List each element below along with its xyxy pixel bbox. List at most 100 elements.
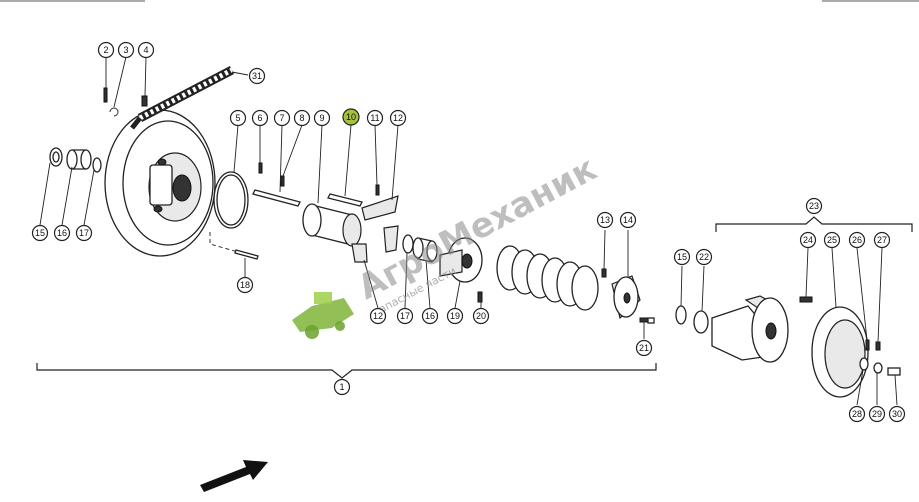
grease-nipple-part-4	[141, 95, 148, 107]
callout-31: 31	[248, 67, 266, 85]
screw-part-27	[875, 341, 881, 351]
pulley-part	[104, 109, 216, 257]
callout-17: 17	[75, 224, 93, 242]
callout-16-mid: 16	[421, 307, 439, 325]
callout-29: 29	[868, 405, 886, 423]
assembly-line	[209, 232, 239, 253]
svg-text:10: 10	[346, 112, 356, 122]
shoe-part-12-upper	[361, 195, 399, 221]
svg-text:17: 17	[400, 311, 410, 321]
svg-text:7: 7	[279, 113, 284, 123]
svg-text:21: 21	[639, 343, 649, 353]
shaft-part-24	[711, 295, 789, 363]
callout-2: 2	[97, 41, 115, 59]
svg-text:22: 22	[699, 252, 709, 262]
assembly-brace-23	[715, 216, 913, 232]
callout-18: 18	[236, 276, 254, 294]
svg-text:20: 20	[476, 311, 486, 321]
svg-text:11: 11	[370, 113, 379, 123]
callout-20: 20	[472, 307, 490, 325]
callout-26: 26	[848, 231, 866, 249]
direction-arrow-icon	[200, 460, 268, 492]
svg-text:30: 30	[892, 409, 902, 419]
svg-text:16: 16	[425, 311, 435, 321]
washer-part-15-right	[675, 305, 687, 325]
callout-7: 7	[273, 109, 291, 127]
callout-14: 14	[619, 211, 637, 229]
svg-text:27: 27	[877, 235, 887, 245]
svg-text:15: 15	[677, 252, 687, 262]
pin-part-7	[252, 189, 301, 207]
pin-part-2	[103, 87, 108, 103]
svg-text:28: 28	[852, 409, 862, 419]
drum-part-25	[811, 306, 869, 398]
callout-22: 22	[695, 248, 713, 266]
screw-part-20	[477, 291, 483, 303]
callout-21: 21	[635, 339, 653, 357]
svg-text:12: 12	[373, 311, 383, 321]
leader-lines	[39, 56, 898, 406]
callout-13: 13	[596, 211, 614, 229]
callout-15-right: 15	[673, 248, 691, 266]
svg-text:25: 25	[827, 235, 837, 245]
callout-12: 12	[389, 109, 407, 127]
disc-part-14	[611, 275, 641, 320]
svg-text:12: 12	[393, 113, 403, 123]
callout-9: 9	[313, 109, 331, 127]
belt-part-31	[130, 66, 235, 130]
svg-text:14: 14	[623, 215, 633, 225]
callout-30: 30	[888, 405, 906, 423]
callout-4: 4	[137, 41, 155, 59]
screw-part-6	[258, 162, 263, 174]
callout-16: 16	[53, 224, 71, 242]
callout-8: 8	[293, 109, 311, 127]
pin-part-26	[865, 339, 870, 351]
sleeve-part-9	[302, 203, 362, 247]
svg-text:29: 29	[872, 409, 882, 419]
callout-23: 23	[805, 197, 823, 215]
svg-text:17: 17	[79, 228, 89, 238]
svg-text:3: 3	[123, 45, 128, 55]
harvester-logo-icon	[292, 292, 354, 339]
svg-text:6: 6	[257, 113, 262, 123]
svg-text:19: 19	[450, 311, 460, 321]
svg-text:23: 23	[809, 201, 819, 211]
circlip-part-3	[109, 107, 119, 117]
svg-text:31: 31	[252, 71, 262, 81]
svg-text:24: 24	[803, 235, 813, 245]
bolt-part-21	[639, 317, 655, 324]
svg-text:1: 1	[339, 382, 344, 392]
callout-11: 11	[366, 109, 384, 127]
shoe-part-12-lower	[351, 243, 368, 263]
callout-12-lower: 12	[369, 307, 387, 325]
svg-text:9: 9	[319, 113, 324, 123]
screw-part-13	[601, 268, 607, 278]
bushing-part-16	[66, 149, 92, 170]
bolt-part-30	[887, 367, 901, 376]
callout-25: 25	[823, 231, 841, 249]
ring-part-17	[92, 157, 102, 173]
pin-part-18	[234, 249, 259, 260]
svg-text:2: 2	[103, 45, 108, 55]
callout-24: 24	[799, 231, 817, 249]
svg-text:13: 13	[600, 215, 610, 225]
svg-text:15: 15	[35, 228, 45, 238]
hub-part-19	[439, 237, 483, 283]
washer-part-29	[873, 362, 883, 374]
washer-part-15	[49, 147, 63, 167]
svg-text:16: 16	[57, 228, 67, 238]
bolt-part-24	[799, 296, 813, 303]
spring-part	[496, 245, 599, 311]
svg-text:26: 26	[852, 235, 862, 245]
callout-10: 10	[342, 108, 360, 126]
shoe-part-12-mid	[383, 225, 399, 253]
assembly-brace-1	[36, 363, 657, 379]
callout-5: 5	[229, 109, 247, 127]
ring-part-5	[213, 171, 249, 229]
callout-15: 15	[31, 224, 49, 242]
callout-19: 19	[446, 307, 464, 325]
callout-28: 28	[848, 405, 866, 423]
svg-text:8: 8	[299, 113, 304, 123]
watermark: АгроМеханик запасные части	[292, 149, 603, 339]
